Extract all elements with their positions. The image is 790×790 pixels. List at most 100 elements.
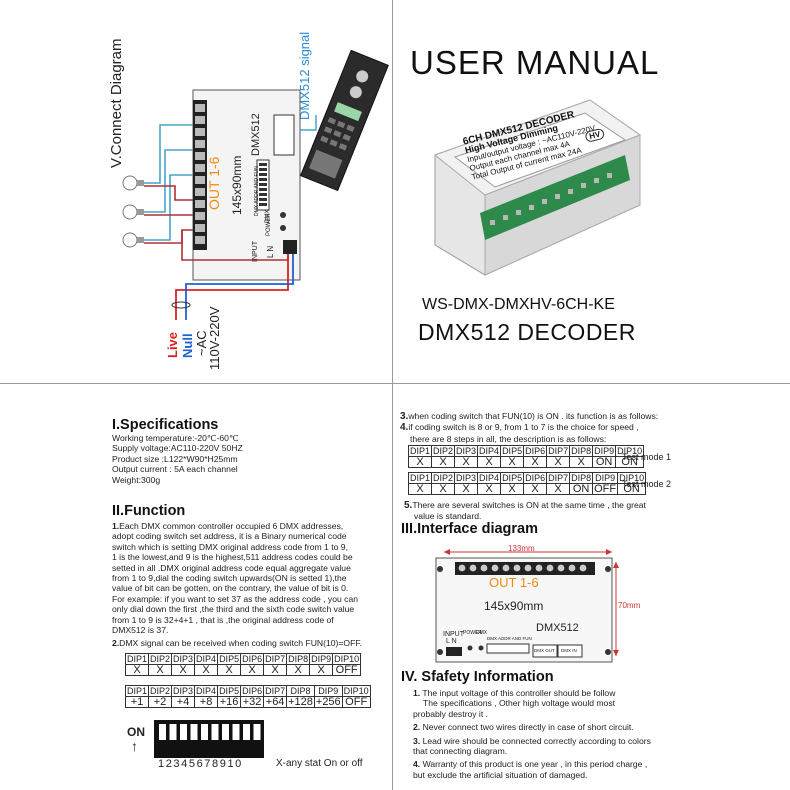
dip-table-header: DIP1 DIP2 DIP3 DIP4 DIP5 DIP6 DIP7 DIP8 … [407,472,647,484]
dip-cell: +16 [217,696,242,708]
dip-cell: DIP2 [148,685,173,697]
safety-item: 2. Never connect two wires directly in c… [413,722,783,732]
ln-label: L N [266,245,275,258]
box-label: DMX512 [536,622,579,634]
test-mode-1-label: Test mode 1 [622,452,672,462]
dip-cell: DIP4 [477,445,502,457]
vertical-divider [392,0,393,790]
null-label: Null [180,333,195,358]
dip-cell: X [217,664,242,676]
power-label: POWER [463,630,482,636]
function-line: there are 8 steps in all, the descriptio… [410,433,607,444]
function-line: DMX512 is 37. [112,625,169,636]
height-label: 70mm [618,601,641,610]
function-line: switch which is setting DMX original add… [112,541,348,552]
safety-item: 4. Warranty of this product is one year … [413,759,783,780]
item-number: 5. [404,500,413,511]
dip-cell: DIP7 [546,445,571,457]
dip-table-2: DIP1 DIP2 DIP3 DIP4 DIP5 DIP6 DIP7 DIP8 … [124,685,371,708]
safety-heading: IV. Sfafety Information [401,669,554,685]
dip-cell: DIP9 [592,445,617,457]
dip-cell: DIP3 [171,653,196,665]
dip-cell: ON [617,483,647,495]
function-item-5: 5.There are several switches is ON at th… [404,500,784,522]
dip-cell: X [148,664,173,676]
dip-cell: X [431,456,456,468]
function-line: from 1 to 9,dial the coding switch upwar… [112,573,347,584]
dip-cell: +1 [124,696,150,708]
dmx-in-label: DMX IN [561,648,577,653]
dip-cell: ON [592,456,617,468]
connect-wiring-svg [122,49,389,320]
item-number: 4. [400,422,409,434]
box-label: DMX512 [250,113,262,156]
dip-cell: DIP8 [569,472,594,484]
manual-title: USER MANUAL [410,44,660,81]
dip-cell: X [263,664,288,676]
dip-cell: OFF [592,483,619,495]
input-label: INPUT [252,241,259,262]
spec-lines: Working temperature:-20℃-60℃ Supply volt… [112,433,243,485]
dip-table-values: +1 +2 +4 +8 +16 +32 +64 +128 +256 OFF [124,696,371,708]
dip-switch-block [486,643,530,654]
voltage-label: 110V-220V [207,306,222,370]
item-number: 1. [413,688,421,698]
function-item-3: 3.when coding switch that FUN(10) is ON … [400,411,785,444]
dip-cell: X [500,483,525,495]
test-mode-1-table: DIP1 DIP2 DIP3 DIP4 DIP5 DIP6 DIP7 DIP8 … [407,445,645,468]
size-label: 145x90mm [230,155,244,215]
dmx-connectors [273,114,295,156]
function-line: There are several switches is ON at the … [412,500,646,510]
lamp-icons [122,175,144,248]
dip-cell: DIP6 [523,445,548,457]
ln-label: L N [446,638,457,645]
dip-table-values: X X X X X X X X X OFF [124,664,362,676]
dmx-console-icon [299,49,389,192]
dip-cell: X [523,483,548,495]
function-line: adopt coding switch set address, it is a… [112,531,347,542]
safety-line: but exclude the artificial situation of … [413,769,588,780]
dip-cell: X [309,664,334,676]
out-label: OUT 1-6 [489,575,539,590]
dip-cell: ON [615,456,645,468]
function-line: Each DMX common controller occupied 6 DM… [119,521,344,531]
dip-cell: X [171,664,196,676]
safety-line: Warranty of this product is one year , i… [422,759,648,770]
dip-cell: DIP7 [546,472,571,484]
model-number: WS-DMX-DMXHV-6CH-KE [422,296,615,313]
dip-cell: DIP6 [240,685,265,697]
input-label: INPUT [443,631,464,638]
dip-cell: +256 [313,696,343,708]
dip-cell: DIP1 [407,472,433,484]
function-line: DMX signal can be received when coding s… [119,638,363,649]
dip-cell: DIP8 [569,445,594,457]
decoder-title: DMX512 DECODER [418,319,636,345]
spec-line: Supply voltage:AC110-220V 50HZ [112,443,243,454]
dip-cell: X [523,456,548,468]
dip-cell: X [546,456,571,468]
lamp-wires [144,124,193,241]
dip-cell: DIP2 [431,472,456,484]
product-photo [433,99,642,276]
out-label: OUT 1-6 [206,156,222,210]
power-led-label: POWER [266,213,272,236]
safety-line: probably destroy it . [413,708,488,719]
safety-item: 3. Lead wire should be connected correct… [413,736,783,757]
function-line: value is standard. [414,511,482,522]
dip-cell: +8 [194,696,219,708]
dip-cell: X [286,664,311,676]
on-label: ON [127,725,145,739]
test-mode-2-table: DIP1 DIP2 DIP3 DIP4 DIP5 DIP6 DIP7 DIP8 … [407,472,647,495]
dip-cell: X [194,664,219,676]
cable-clamp [171,301,191,309]
safety-list: 1. The input voltage of this controller … [413,688,783,780]
dip-cell: DIP5 [500,472,525,484]
function-line: only dial down the first ,the third and … [112,604,355,615]
input-terminal [283,240,297,254]
dip-cell: DIP6 [240,653,265,665]
up-arrow-icon: ↑ [131,738,138,754]
function-line: value of bit can be gotten, on the contr… [112,583,349,594]
dip-cell: DIP1 [124,653,150,665]
dip-cell: X [500,456,525,468]
interface-diagram-svg [435,549,619,663]
